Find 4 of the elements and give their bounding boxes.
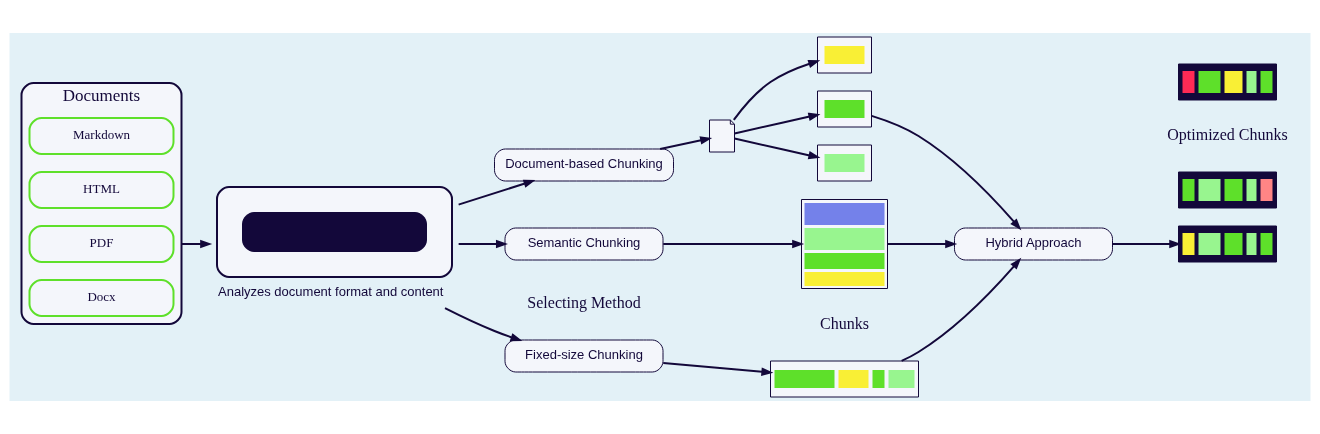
label: Chunks [820,314,869,332]
label: Optimized Chunks [1167,125,1288,143]
node-label: Analyzes document format and content [218,284,444,300]
label: Selecting Method [527,293,641,311]
